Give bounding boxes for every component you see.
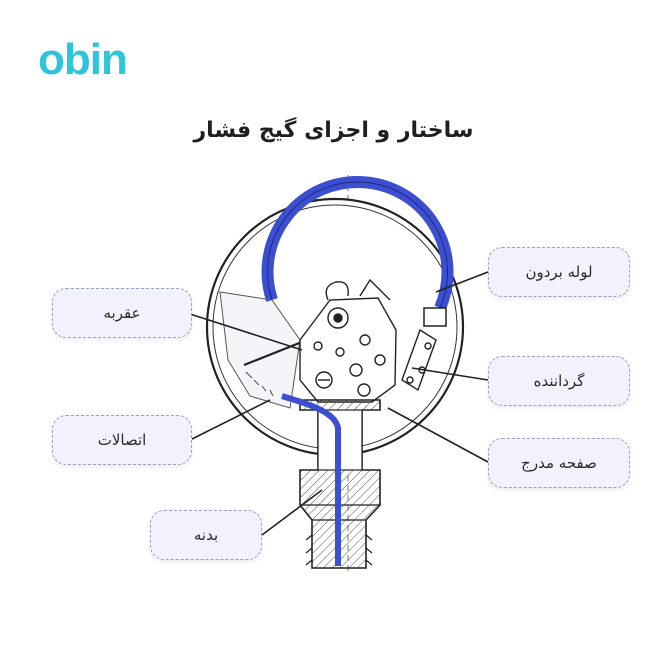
leader-bourdon (435, 271, 489, 293)
movement-mechanism (299, 278, 437, 403)
label-dial: صفحه مدرج (488, 438, 630, 488)
leader-dial (387, 407, 489, 463)
socket-stem (281, 393, 381, 569)
page-title: ساختار و اجزای گیج فشار (193, 118, 474, 143)
label-bourdon-tube: لوله بردون (488, 247, 630, 297)
label-body: بدنه (150, 510, 262, 560)
dial-ticks (245, 371, 274, 397)
leader-pointer (189, 313, 303, 351)
label-connections: اتصالات (52, 415, 192, 465)
obin-logo: obin (38, 35, 128, 84)
leader-movement (411, 367, 489, 381)
pressure-channel (281, 393, 341, 566)
label-movement: گرداننده (488, 356, 630, 406)
tube-tip (423, 307, 447, 327)
leader-connections (189, 399, 271, 441)
leader-body (261, 489, 323, 536)
label-pointer: عقربه (52, 288, 192, 338)
